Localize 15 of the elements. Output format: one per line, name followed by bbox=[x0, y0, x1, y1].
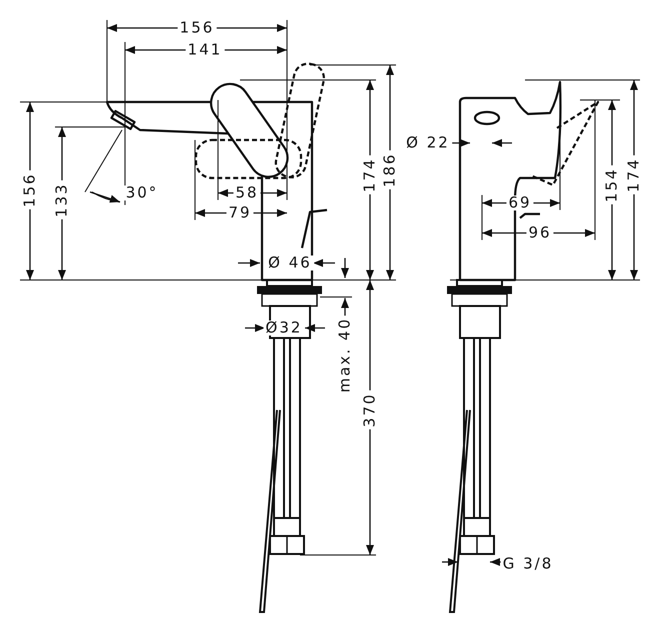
dimension-label: 141 bbox=[186, 42, 224, 58]
dimension-label: 174 bbox=[626, 156, 642, 194]
dimension-label: Ø 46 bbox=[266, 256, 314, 270]
dimension-label: 370 bbox=[362, 390, 378, 430]
dimension-label: 156 bbox=[178, 20, 216, 36]
dimension-label: 186 bbox=[382, 150, 398, 190]
dimension-label: 69 bbox=[506, 196, 534, 210]
dimension-label: 133 bbox=[54, 180, 70, 220]
dimension-label: 96 bbox=[526, 226, 554, 240]
dimension-label: 174 bbox=[362, 156, 378, 194]
dimension-label: 156 bbox=[22, 170, 38, 210]
dimension-label: Ø 22 bbox=[404, 136, 452, 150]
dimension-label: 58 bbox=[233, 186, 261, 200]
dimension-label: 154 bbox=[604, 166, 620, 204]
dimension-label: 79 bbox=[226, 206, 254, 220]
